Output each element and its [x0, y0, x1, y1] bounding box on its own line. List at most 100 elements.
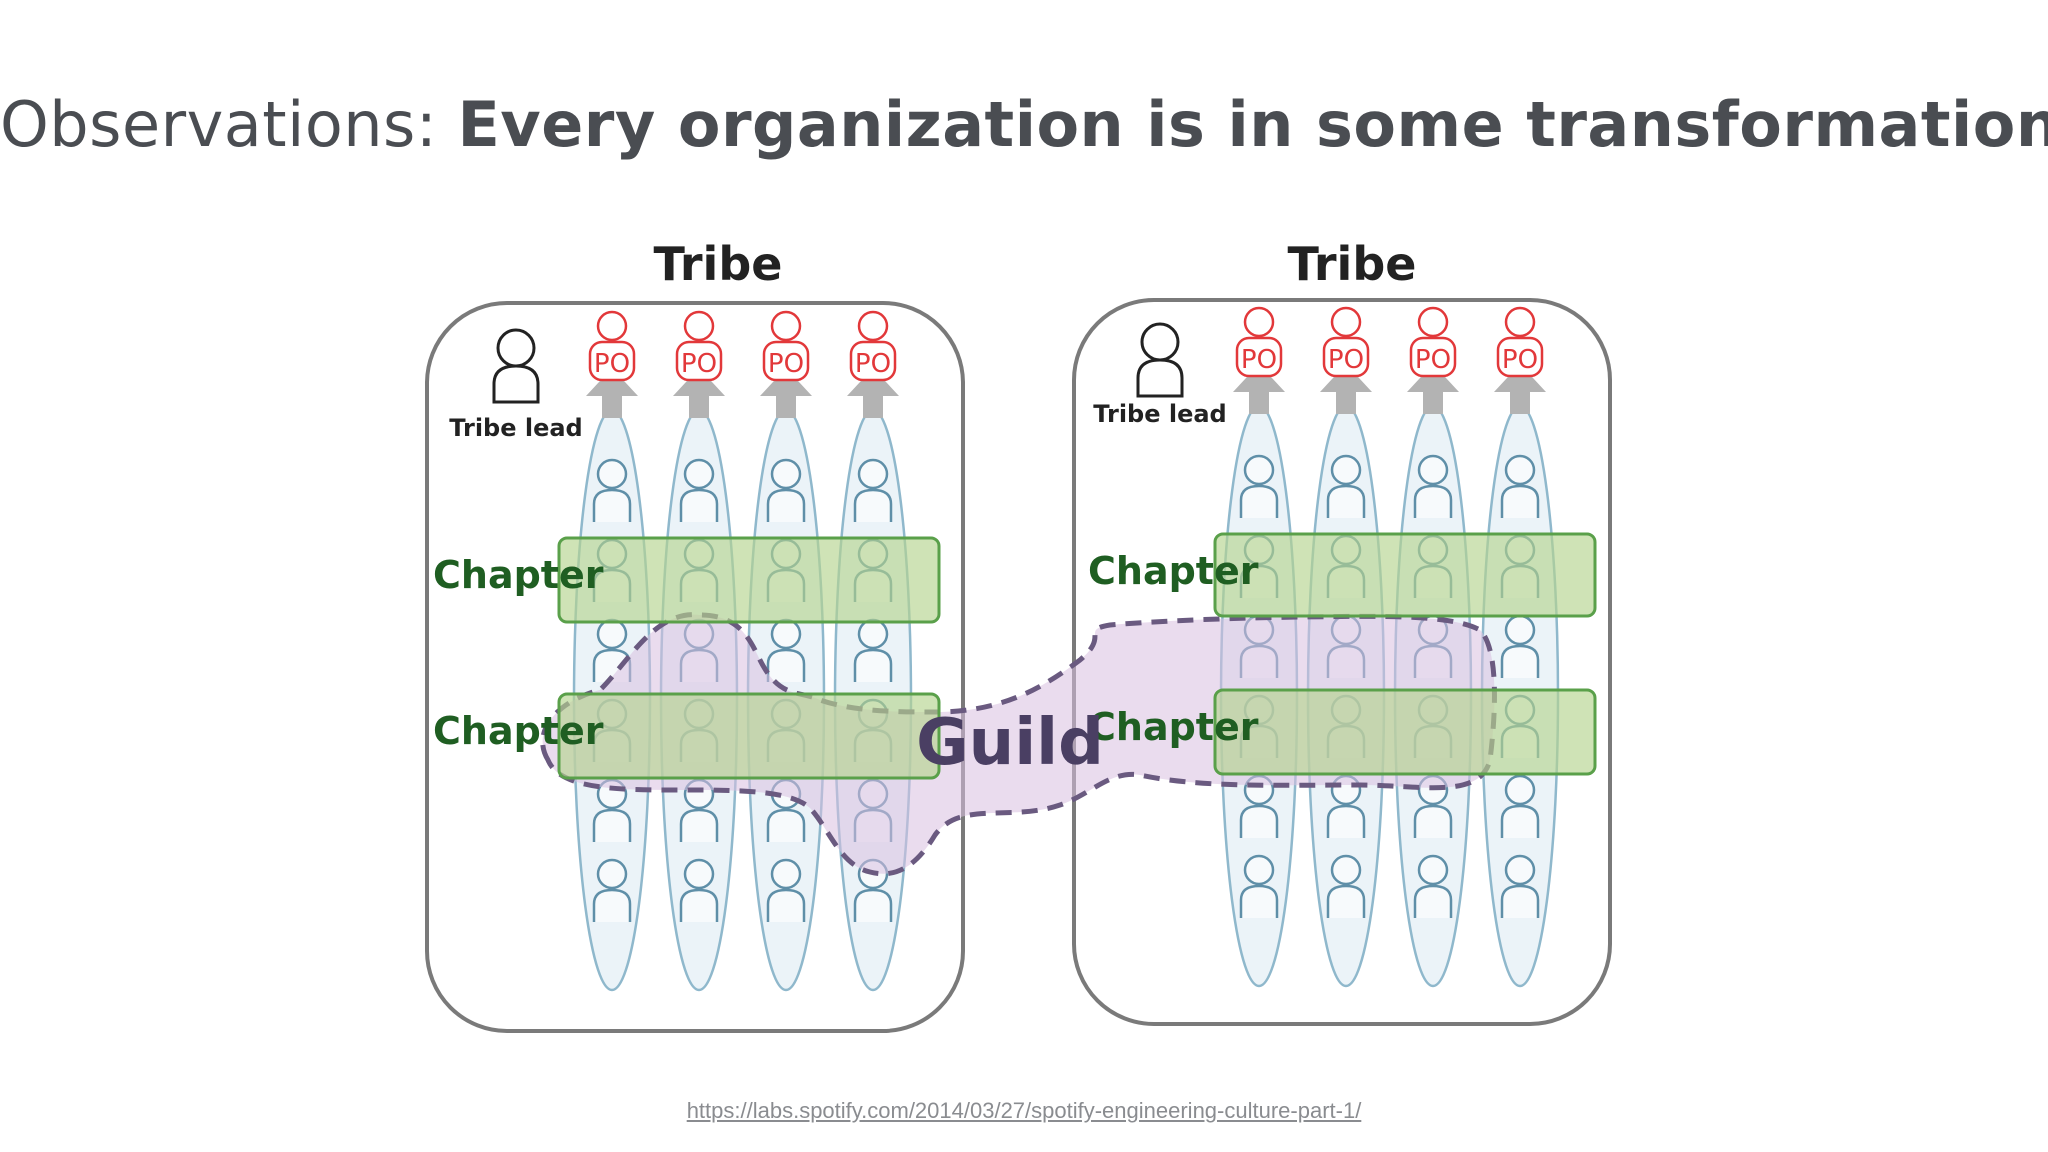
po-label: PO	[1415, 345, 1451, 375]
person-head	[1243, 454, 1275, 486]
squad-member-icon	[1500, 614, 1540, 678]
person-body	[592, 888, 632, 922]
person-body	[1239, 804, 1279, 838]
po-head	[857, 310, 889, 342]
person-head	[1504, 614, 1536, 646]
person-head	[1417, 854, 1449, 886]
source-link[interactable]: https://labs.spotify.com/2014/03/27/spot…	[686, 1098, 1362, 1123]
person-head	[683, 458, 715, 490]
po-body	[588, 340, 636, 382]
po-body	[762, 340, 810, 382]
po-body	[1322, 336, 1370, 378]
squad-member-icon	[1239, 454, 1279, 518]
person-body	[679, 808, 719, 842]
person-head	[1504, 454, 1536, 486]
person-body	[853, 888, 893, 922]
po-body	[849, 340, 897, 382]
slide-title: Observations: Every organization is in s…	[0, 88, 2048, 161]
po-head	[770, 310, 802, 342]
po-body	[1409, 336, 1457, 378]
guild-region	[540, 612, 1497, 877]
person-head	[1330, 454, 1362, 486]
squad-member-icon	[679, 458, 719, 522]
person-body	[766, 648, 806, 682]
po-label: PO	[594, 349, 630, 379]
up-arrow-icon	[1233, 364, 1285, 414]
person-body	[766, 888, 806, 922]
tribe-lead-label: Tribe lead	[1093, 400, 1227, 428]
squad-member-icon	[1500, 454, 1540, 518]
squad-member-icon	[679, 858, 719, 922]
person-body	[679, 888, 719, 922]
po-label: PO	[1328, 345, 1364, 375]
po-icon: PO	[1322, 306, 1370, 378]
person-head	[596, 618, 628, 650]
po-label: PO	[1241, 345, 1277, 375]
title-main: Every organization is in some transforma…	[457, 88, 2048, 161]
chapter-bar-right-2	[1213, 688, 1597, 776]
person-head	[770, 618, 802, 650]
squad-member-icon	[1326, 454, 1366, 518]
squad-member-icon	[1500, 774, 1540, 838]
person-head	[1504, 854, 1536, 886]
po-label: PO	[855, 349, 891, 379]
squad-member-icon	[1239, 854, 1279, 918]
person-body	[766, 488, 806, 522]
up-arrow-icon	[1407, 364, 1459, 414]
po-icon: PO	[1235, 306, 1283, 378]
po-head	[596, 310, 628, 342]
po-label: PO	[681, 349, 717, 379]
po-label: PO	[768, 349, 804, 379]
po-head	[1330, 306, 1362, 338]
person-head	[596, 458, 628, 490]
squad-member-icon	[853, 618, 893, 682]
up-arrow-icon	[1320, 364, 1372, 414]
squad-member-icon	[1326, 854, 1366, 918]
person-head	[857, 618, 889, 650]
person-head	[596, 858, 628, 890]
person-body	[853, 488, 893, 522]
person-body	[1500, 644, 1540, 678]
person-head	[1243, 854, 1275, 886]
person-body	[1326, 484, 1366, 518]
person-body	[1413, 884, 1453, 918]
tribe-lead-label: Tribe lead	[449, 414, 583, 442]
person-body	[1500, 804, 1540, 838]
person-body	[766, 808, 806, 842]
chapter-bar-left-2	[557, 692, 941, 780]
squad-member-icon	[1500, 854, 1540, 918]
person-head	[1504, 774, 1536, 806]
po-icon: PO	[588, 310, 636, 382]
squad-member-icon	[853, 458, 893, 522]
po-icon: PO	[849, 310, 897, 382]
person-body	[1326, 884, 1366, 918]
person-head	[770, 458, 802, 490]
person-body	[1326, 804, 1366, 838]
squad-member-icon	[766, 858, 806, 922]
tribe-lead-icon	[1136, 322, 1184, 398]
squad-member-icon	[1413, 854, 1453, 918]
up-arrow-icon	[847, 368, 899, 418]
person-body	[1500, 484, 1540, 518]
tribe-lead-icon	[492, 328, 540, 404]
guild-label: Guild	[916, 706, 1104, 780]
person-body	[1239, 884, 1279, 918]
person-body	[679, 488, 719, 522]
squad-member-icon	[592, 858, 632, 922]
squad-member-icon	[592, 458, 632, 522]
person-head	[770, 858, 802, 890]
up-arrow-icon	[1494, 364, 1546, 414]
person-head	[683, 858, 715, 890]
chapter-label: Chapter	[433, 553, 604, 597]
squad-member-icon	[853, 858, 893, 922]
person-body	[1500, 884, 1540, 918]
squad-member-icon	[766, 458, 806, 522]
chapter-bar-right-1	[1213, 532, 1597, 618]
po-body	[675, 340, 723, 382]
person-head	[1417, 454, 1449, 486]
up-arrow-icon	[673, 368, 725, 418]
up-arrow-icon	[760, 368, 812, 418]
person-body	[592, 488, 632, 522]
po-body	[1235, 336, 1283, 378]
